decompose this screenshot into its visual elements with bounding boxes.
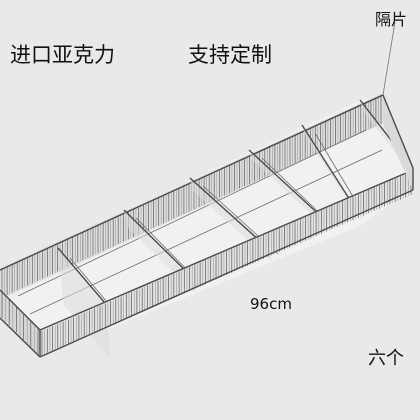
length-label: 96cm	[250, 295, 292, 313]
tray-floor	[0, 97, 413, 357]
divider-callout-label: 隔片	[375, 10, 407, 29]
front-wall	[39, 169, 414, 358]
title-right: 支持定制	[188, 43, 272, 67]
divider-callout-leader	[382, 21, 396, 96]
title-left: 进口亚克力	[10, 43, 115, 67]
count-label: 六个	[368, 348, 404, 369]
right-end-wall	[382, 94, 414, 190]
left-end-wall	[0, 289, 41, 358]
